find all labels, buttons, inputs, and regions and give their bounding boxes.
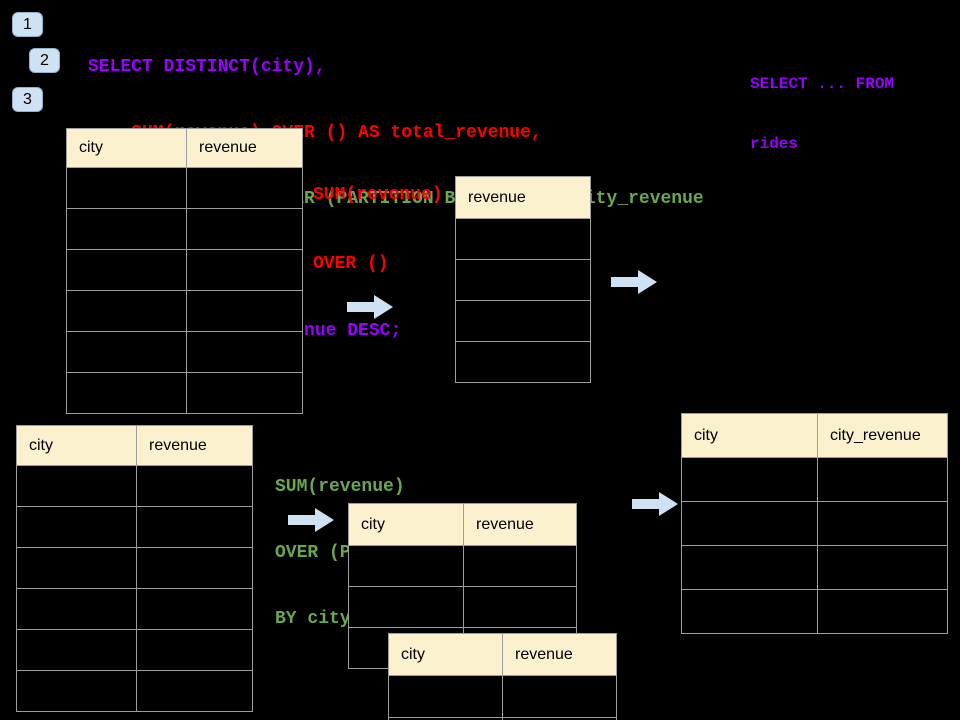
table-cell-empty bbox=[389, 718, 503, 720]
label-sum-over-all: SUM(revenue) OVER () bbox=[313, 138, 443, 322]
table-cell-empty bbox=[389, 676, 503, 718]
table-cell-empty bbox=[67, 291, 187, 332]
label-sum-partition-line-1: SUM(revenue) bbox=[275, 477, 405, 497]
select-from-note: SELECT ... FROM rides bbox=[750, 34, 894, 194]
right-arrow-icon bbox=[632, 492, 678, 521]
table-cell-empty bbox=[456, 260, 591, 301]
table-source-top-header-city: city bbox=[67, 129, 187, 168]
note-line-2: rides bbox=[750, 135, 799, 153]
label-sum-over-all-line-1: SUM(revenue) bbox=[313, 185, 443, 205]
table-cell-empty bbox=[67, 250, 187, 291]
table-cell-empty bbox=[503, 676, 617, 718]
table-total-revenue: revenue bbox=[455, 176, 591, 383]
step-badge-3: 3 bbox=[12, 87, 43, 112]
sql-line-select: SELECT DISTINCT(city), bbox=[88, 57, 326, 77]
table-source-bottom: city revenue bbox=[16, 425, 253, 712]
table-result-header-city: city bbox=[682, 414, 818, 458]
table-cell-empty bbox=[137, 589, 253, 630]
table-cell-empty bbox=[17, 507, 137, 548]
table-partition-b: city revenue bbox=[388, 633, 617, 720]
table-cell-empty bbox=[17, 548, 137, 589]
table-cell-empty bbox=[818, 502, 948, 546]
right-arrow-icon bbox=[611, 270, 657, 299]
table-total-revenue-header: revenue bbox=[456, 177, 591, 219]
table-cell-empty bbox=[682, 590, 818, 634]
table-cell-empty bbox=[187, 291, 303, 332]
table-cell-empty bbox=[464, 546, 577, 587]
table-cell-empty bbox=[17, 589, 137, 630]
label-sum-partition-line-3: BY city) bbox=[275, 609, 362, 629]
table-cell-empty bbox=[818, 546, 948, 590]
table-partition-a-header-city: city bbox=[349, 504, 464, 546]
table-cell-empty bbox=[67, 373, 187, 414]
table-cell-empty bbox=[137, 671, 253, 712]
table-cell-empty bbox=[67, 168, 187, 209]
table-source-bottom-header-revenue: revenue bbox=[137, 426, 253, 466]
table-cell-empty bbox=[187, 250, 303, 291]
table-result-header-city-revenue: city_revenue bbox=[818, 414, 948, 458]
step-badge-2-label: 2 bbox=[40, 51, 49, 69]
table-cell-empty bbox=[17, 671, 137, 712]
table-cell-empty bbox=[137, 466, 253, 507]
table-partition-b-header-revenue: revenue bbox=[503, 634, 617, 676]
step-badge-1: 1 bbox=[12, 12, 43, 37]
step-badge-3-label: 3 bbox=[23, 90, 32, 108]
table-cell-empty bbox=[187, 332, 303, 373]
table-cell-empty bbox=[456, 342, 591, 383]
table-cell-empty bbox=[818, 458, 948, 502]
right-arrow-icon bbox=[347, 295, 393, 324]
table-cell-empty bbox=[17, 466, 137, 507]
step-badge-2: 2 bbox=[29, 48, 60, 73]
table-cell-empty bbox=[456, 301, 591, 342]
table-cell-empty bbox=[818, 590, 948, 634]
table-cell-empty bbox=[682, 458, 818, 502]
table-cell-empty bbox=[137, 548, 253, 589]
table-source-bottom-header-city: city bbox=[17, 426, 137, 466]
table-cell-empty bbox=[503, 718, 617, 720]
table-cell-empty bbox=[464, 587, 577, 628]
table-source-top-header-revenue: revenue bbox=[187, 129, 303, 168]
table-cell-empty bbox=[682, 546, 818, 590]
table-cell-empty bbox=[137, 630, 253, 671]
label-sum-over-all-line-2: OVER () bbox=[313, 254, 389, 274]
right-arrow-icon bbox=[288, 508, 334, 537]
table-cell-empty bbox=[187, 373, 303, 414]
table-cell-empty bbox=[349, 587, 464, 628]
step-badge-1-label: 1 bbox=[23, 15, 32, 33]
table-source-top: city revenue bbox=[66, 128, 303, 414]
table-cell-empty bbox=[349, 546, 464, 587]
table-cell-empty bbox=[682, 502, 818, 546]
table-cell-empty bbox=[456, 219, 591, 260]
table-result: city city_revenue bbox=[681, 413, 948, 634]
table-partition-a-header-revenue: revenue bbox=[464, 504, 577, 546]
table-cell-empty bbox=[137, 507, 253, 548]
table-cell-empty bbox=[17, 630, 137, 671]
table-cell-empty bbox=[67, 332, 187, 373]
table-cell-empty bbox=[187, 209, 303, 250]
table-partition-b-header-city: city bbox=[389, 634, 503, 676]
table-cell-empty bbox=[187, 168, 303, 209]
table-cell-empty bbox=[67, 209, 187, 250]
note-line-1: SELECT ... FROM bbox=[750, 75, 895, 93]
